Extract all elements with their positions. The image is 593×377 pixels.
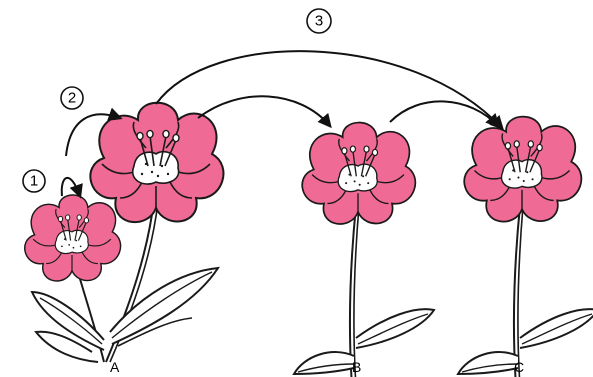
flower-c <box>464 117 581 222</box>
arrow-b-to-c <box>390 101 498 126</box>
flower-a-small <box>25 195 121 281</box>
step-marker-1: 1 <box>23 170 45 192</box>
svg-text:3: 3 <box>315 13 323 30</box>
svg-text:1: 1 <box>30 173 38 190</box>
step-marker-3: 3 <box>307 9 331 33</box>
plant-b: B <box>294 123 434 377</box>
label-b: B <box>352 359 361 375</box>
plant-c: C <box>458 117 593 377</box>
arrow-a-to-b <box>198 96 330 126</box>
flower-b <box>302 123 415 224</box>
svg-text:2: 2 <box>68 90 76 107</box>
arrow-step-1 <box>62 178 80 196</box>
arrow-step-3 <box>156 51 502 128</box>
plant-a: A <box>25 103 224 375</box>
flower-a-large <box>90 103 223 222</box>
step-marker-2: 2 <box>61 87 83 109</box>
label-c: C <box>514 359 524 375</box>
label-a: A <box>110 359 120 375</box>
